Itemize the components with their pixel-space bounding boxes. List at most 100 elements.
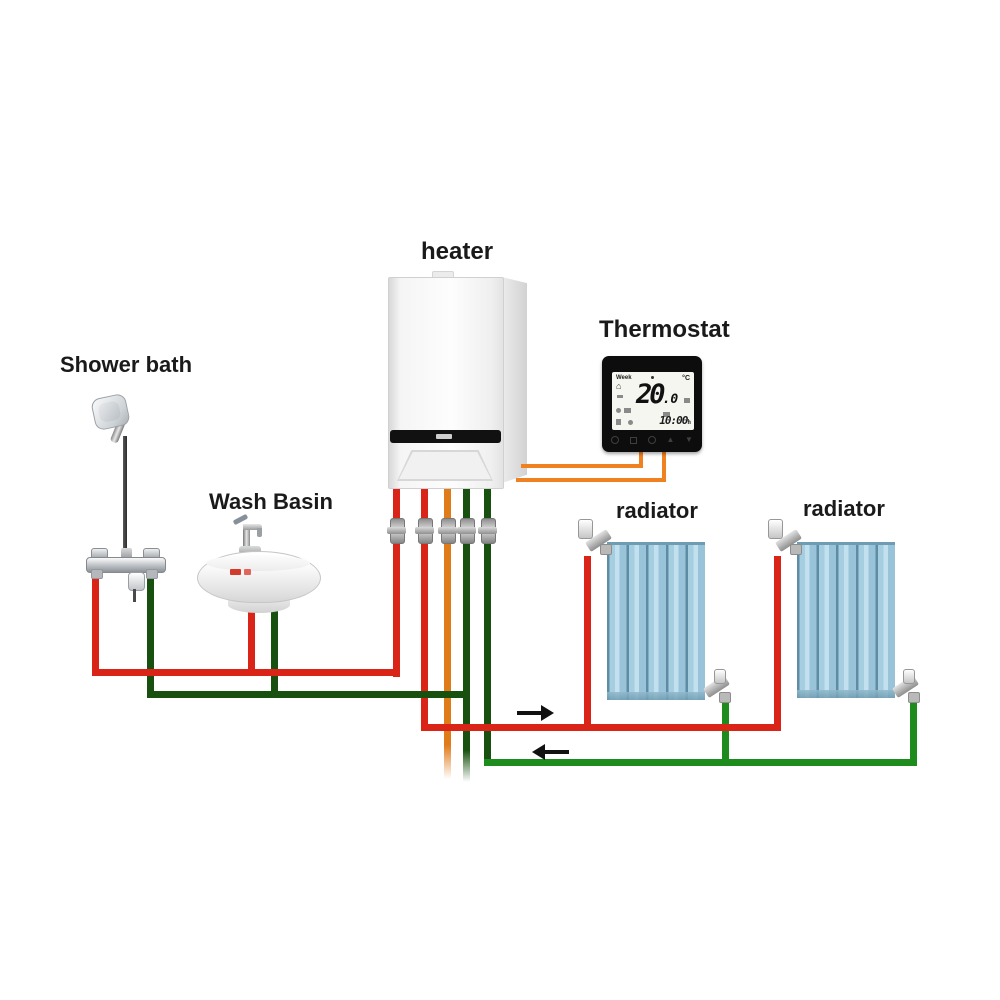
down-button[interactable]: ▼ [684,435,694,445]
time-readout: 10:00h [659,414,691,427]
temperature-readout: 20.0 [636,379,678,410]
menu-button[interactable] [629,435,639,445]
shower-hot-union [91,569,103,579]
arrow-down-icon: ▼ [685,435,693,444]
shower-diverter-stem [133,589,136,602]
basin-label: Wash Basin [209,489,333,514]
radiator2-inlet-valve [768,519,783,539]
valve-nut [415,527,434,534]
heater-hot-water-pipe [393,489,400,677]
cold-water-distribution-pipe [147,691,470,698]
ok-button[interactable] [647,435,657,445]
heating-return-riser [484,489,491,766]
heater-label: heater [421,238,494,265]
basin-hot-pipe [248,597,255,673]
hot-water-distribution-pipe [92,669,400,676]
heating-return-line [484,759,917,766]
supply-valve [415,518,434,544]
hand-icon [616,419,621,425]
thermostat-wire-2-vertical [662,450,666,481]
heater-front-stripe [390,430,501,443]
thermostat-screen: Week ⌂ 20.0 °C 10:00h [612,372,694,430]
temperature-whole: 20 [636,379,665,410]
calendar-icon [663,412,670,417]
thermostat-device: Week ⌂ 20.0 °C 10:00h ▲ ▼ [602,356,702,452]
return-flow-arrow-shaft [544,750,569,754]
radiator2-label: radiator [803,496,885,521]
radiator2-outlet-nut [908,692,920,703]
clock-icon [616,408,621,413]
basin-logo-mark [230,569,241,575]
gas-pipe [444,489,451,745]
wash-basin [197,551,321,603]
radiator1-supply-pipe [584,556,591,728]
thermostat-wire-2-horizontal [516,478,666,482]
shower-cold-union [146,569,158,579]
return-valve [478,518,497,544]
basin-rim [206,555,310,571]
valve-nut [438,527,457,534]
radiator2-supply-pipe [774,556,781,731]
return-flow-arrow-icon [532,744,545,760]
shower-head [90,392,131,432]
shower-head-face [97,400,122,424]
time-unit: h [687,419,691,426]
heater-door-outline [397,450,493,481]
power-icon [611,436,619,444]
time-value: 10:00 [659,414,688,427]
radiator1 [607,542,705,700]
temperature-unit: °C [682,375,690,382]
radiator1-bottom-rail [607,692,705,700]
gas-valve [438,518,457,544]
cold-water-valve [457,518,476,544]
shower-diverter [128,572,145,591]
radiator2-inlet-nut [790,544,802,555]
valve-nut [457,527,476,534]
sun-icon [628,420,633,425]
radiator1-inlet-nut [600,544,612,555]
basin-logo-mark [244,569,251,575]
temperature-decimal: .0 [662,392,679,407]
cold-water-main-fade [463,750,470,782]
radiator1-inlet-valve [578,519,593,539]
shower-cold-pipe [147,576,154,696]
shower-hot-pipe [92,576,99,672]
thermostat-label: Thermostat [599,316,730,343]
lock-icon [684,398,690,403]
thermostat-wire-1-vertical [639,450,643,467]
up-button[interactable]: ▲ [666,435,676,445]
shower-label: Shower bath [60,352,193,377]
radiator2 [797,542,895,698]
basin-cold-pipe [271,597,278,696]
menu-icon [630,436,637,444]
valve-nut [478,527,497,534]
supply-flow-arrow-shaft [517,711,542,715]
basin-logo [230,569,256,576]
thermostat-wire-1-horizontal [521,464,643,468]
cold-water-main-pipe [463,489,470,750]
wifi-icon [617,395,623,398]
supply-flow-arrow-icon [541,705,554,721]
radiator2-return-pipe [910,700,917,766]
flame-icon [624,408,631,413]
heater-logo [436,434,452,439]
radiator1-outlet-nut [719,692,731,703]
basin-faucet-body [243,529,250,548]
heater-side-panel [502,277,527,483]
valve-nut [387,527,406,534]
thermostat-buttons: ▲ ▼ [610,434,694,446]
status-dot-icon [651,376,654,379]
gas-pipe-fade [444,745,451,779]
radiator2-outlet-valve [903,669,915,684]
home-icon: ⌂ [616,381,622,391]
heating-supply-line [421,724,781,731]
ok-icon [648,436,656,444]
mode-label: Week [616,375,632,381]
basin-faucet-spout [243,524,262,530]
power-button[interactable] [610,435,620,445]
heating-supply-pipe-vertical [421,489,428,731]
heater-door [399,452,491,479]
arrow-up-icon: ▲ [666,435,675,444]
shower-hose-connector [121,548,132,560]
